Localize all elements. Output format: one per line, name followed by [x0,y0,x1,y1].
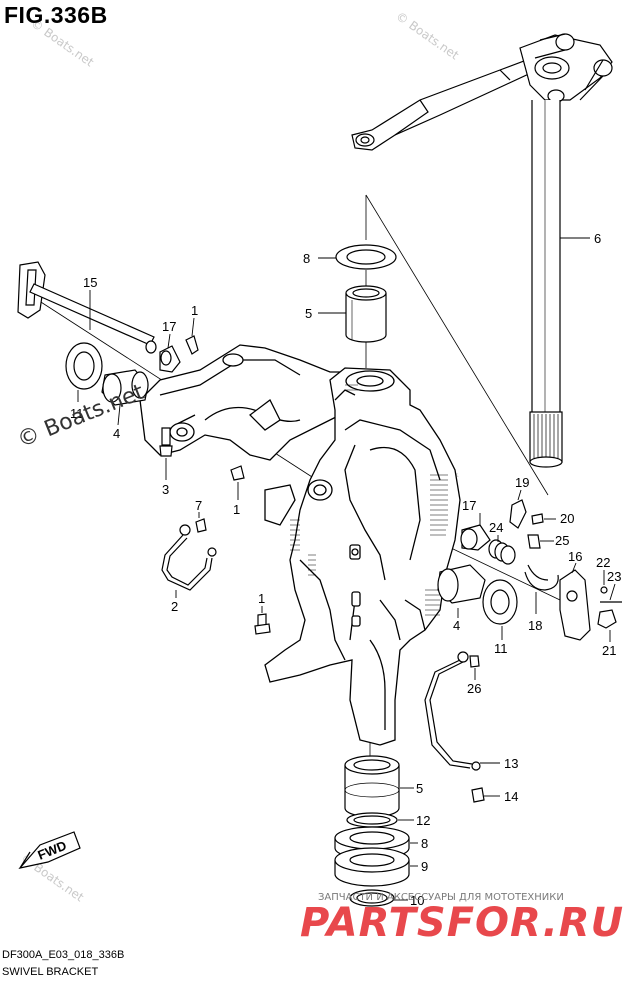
callout-9: 9 [421,859,428,874]
callout-19: 19 [515,475,529,490]
callout-14: 14 [504,789,518,804]
bolt-14 [471,787,485,803]
lower-bushing-stack [334,755,410,907]
callout-23: 23 [607,569,621,584]
upper-bushing-parts [335,244,397,343]
callout-22: 22 [596,555,610,570]
brand-logo: PARTSFOR.RU [300,900,625,946]
swivel-bracket-body [139,344,461,746]
watermark-small: © Boats.net [393,9,461,63]
callout-11: 11 [70,406,84,421]
callout-1: 1 [233,502,240,517]
callout-6: 6 [594,231,601,246]
callout-25: 25 [555,533,569,548]
figure-title: FIG.336B [4,2,108,28]
callout-21: 21 [602,643,616,658]
callout-1: 1 [258,591,265,606]
callout-16: 16 [568,549,582,564]
ground-wire-right [424,651,481,771]
callout-1: 1 [191,303,198,318]
callout-4: 4 [453,618,460,633]
callout-2: 2 [171,599,178,614]
callout-8: 8 [421,836,428,851]
callout-5: 5 [416,781,423,796]
tilt-tube-assembly [17,261,245,481]
steering-shaft-part [351,33,613,468]
callout-15: 15 [83,275,97,290]
callout-13: 13 [504,756,518,771]
callout-4: 4 [113,426,120,441]
callout-7: 7 [195,498,202,513]
right-side-parts [437,499,622,641]
callout-8: 8 [303,251,310,266]
callout-3: 3 [162,482,169,497]
figure-code: DF300A_E03_018_336B [2,949,125,961]
figure-name: SWIVEL BRACKET [2,966,99,978]
callout-11: 11 [494,641,508,656]
callout-10: 10 [410,893,424,908]
callout-5: 5 [305,306,312,321]
callout-labels: 6 8 5 15 1 17 11 4 3 1 7 2 1 19 20 17 24… [70,231,621,908]
callout-26: 26 [467,681,481,696]
brand-tagline: ЗАПЧАСТИ И АКСЕССУАРЫ ДЛЯ МОТОТЕХНИКИ [318,892,564,903]
texture-hatch [290,384,448,616]
callout-17: 17 [462,498,476,513]
callout-18: 18 [528,618,542,633]
callout-12: 12 [416,813,430,828]
bolt-lower [254,613,271,635]
ground-strap-left [161,518,217,591]
callout-20: 20 [560,511,574,526]
leader-lines [77,237,616,901]
callout-17: 17 [162,319,176,334]
callout-24: 24 [489,520,503,535]
fwd-direction-arrow: FWD [18,831,81,869]
